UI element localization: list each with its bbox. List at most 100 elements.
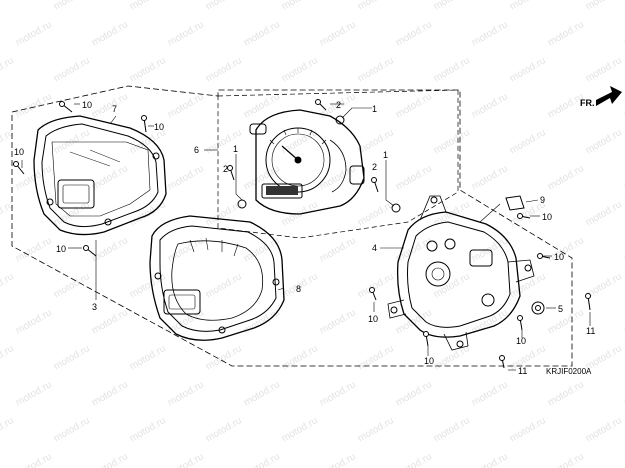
- watermark-text: motod.ru: [356, 127, 396, 156]
- watermark-text: motod.ru: [242, 451, 282, 468]
- watermark-text: motod.ru: [166, 235, 206, 264]
- watermark-text: motod.ru: [280, 343, 320, 372]
- watermark-text: motod.ru: [0, 343, 16, 372]
- watermark-text: motod.ru: [470, 379, 510, 408]
- callout-10: 10: [14, 147, 24, 157]
- watermark-text: motod.ru: [432, 127, 472, 156]
- nut-icon: [391, 203, 401, 213]
- watermark-text: motod.ru: [470, 19, 510, 48]
- watermark-text: motod.ru: [90, 163, 130, 192]
- watermark-text: motod.ru: [128, 343, 168, 372]
- watermark-text: motod.ru: [470, 163, 510, 192]
- watermark-text: motod.ru: [52, 55, 92, 84]
- watermark-text: motod.ru: [280, 0, 320, 13]
- watermark-text: motod.ru: [14, 307, 54, 336]
- watermark-text: motod.ru: [432, 415, 472, 444]
- watermark-text: motod.ru: [204, 271, 244, 300]
- watermark-text: motod.ru: [432, 343, 472, 372]
- screw-icon: [13, 161, 25, 175]
- watermark-text: motod.ru: [394, 19, 434, 48]
- watermark-text: motod.ru: [546, 451, 586, 468]
- watermark-text: motod.ru: [14, 91, 54, 120]
- watermark-text: motod.ru: [318, 379, 358, 408]
- assembly-boundary: [11, 85, 573, 367]
- watermark-text: motod.ru: [0, 55, 16, 84]
- watermark-text: motod.ru: [394, 163, 434, 192]
- watermark-text: motod.ru: [166, 379, 206, 408]
- screw-icon: [369, 287, 377, 301]
- watermark-text: motod.ru: [584, 415, 624, 444]
- watermark-text: motod.ru: [356, 343, 396, 372]
- watermark-text: motod.ru: [204, 0, 244, 13]
- watermark-text: motod.ru: [508, 343, 548, 372]
- watermark-text: motod.ru: [280, 55, 320, 84]
- watermark-text: motod.ru: [90, 19, 130, 48]
- callout-1: 1: [372, 104, 377, 114]
- callout-11: 11: [586, 326, 595, 336]
- watermark-text: motod.ru: [546, 19, 586, 48]
- watermark-text: motod.ru: [280, 415, 320, 444]
- watermark-text: motod.ru: [356, 415, 396, 444]
- screw-icon: [517, 315, 523, 331]
- watermark-text: motod.ru: [52, 415, 92, 444]
- watermark-text: motod.ru: [546, 307, 586, 336]
- watermark-text: motod.ru: [508, 0, 548, 13]
- nut-part-5: [531, 301, 545, 315]
- screws: [13, 99, 591, 369]
- watermark-text: motod.ru: [166, 451, 206, 468]
- callouts: 10 7 10 10 10 3 6 2 1 1 2 1 2 8 4 9 10 1…: [14, 100, 595, 376]
- watermark-text: motod.ru: [52, 343, 92, 372]
- screw-icon: [423, 331, 429, 347]
- watermark-text: motod.ru: [470, 451, 510, 468]
- screw-icon: [499, 355, 505, 369]
- direction-label: FR.: [580, 98, 595, 108]
- watermark-text: motod.ru: [14, 19, 54, 48]
- rear-case-part-4: [387, 195, 535, 351]
- watermark-text: motod.ru: [584, 199, 624, 228]
- watermark-text: motod.ru: [90, 91, 130, 120]
- watermark-text: motod.ru: [394, 91, 434, 120]
- screw-icon: [537, 253, 551, 259]
- watermark-text: motod.ru: [90, 379, 130, 408]
- callout-1: 1: [233, 144, 238, 154]
- callout-7: 7: [112, 104, 117, 114]
- callout-5: 5: [558, 304, 563, 314]
- callout-6: 6: [194, 145, 199, 155]
- watermark-text: motod.ru: [394, 451, 434, 468]
- leader-lines: [21, 103, 591, 371]
- screw-icon: [517, 213, 531, 219]
- callout-10: 10: [56, 244, 66, 254]
- watermark-text: motod.ru: [394, 379, 434, 408]
- nut-icon: [335, 115, 345, 125]
- watermark-text: motod.ru: [356, 199, 396, 228]
- bracket-part-9: [505, 195, 525, 211]
- meter-gauge-part-6: [249, 109, 365, 215]
- watermark-text: motod.ru: [0, 199, 16, 228]
- callout-10: 10: [82, 100, 92, 110]
- watermark-text: motod.ru: [508, 415, 548, 444]
- callout-8: 8: [296, 284, 301, 294]
- callout-10: 10: [554, 252, 564, 262]
- outer-bezel-part-7: [33, 115, 167, 236]
- watermark-text: motod.ru: [0, 0, 16, 13]
- watermark-text: motod.ru: [166, 91, 206, 120]
- watermark-text: motod.ru: [242, 19, 282, 48]
- callout-1: 1: [383, 150, 388, 160]
- watermark-text: motod.ru: [470, 307, 510, 336]
- watermark-text: motod.ru: [242, 379, 282, 408]
- watermark-text: motod.ru: [0, 271, 16, 300]
- watermark-text: motod.ru: [128, 55, 168, 84]
- watermark-text: motod.ru: [14, 451, 54, 468]
- callout-10: 10: [154, 122, 164, 132]
- screw-icon: [141, 115, 147, 133]
- callout-10: 10: [542, 212, 552, 222]
- callout-2: 2: [336, 100, 341, 110]
- watermark-text: motod.ru: [508, 127, 548, 156]
- screw-icon: [59, 101, 73, 113]
- watermark-text: motod.ru: [166, 19, 206, 48]
- watermark-text: motod.ru: [242, 91, 282, 120]
- screw-icon: [315, 99, 327, 111]
- watermark-text: motod.ru: [470, 91, 510, 120]
